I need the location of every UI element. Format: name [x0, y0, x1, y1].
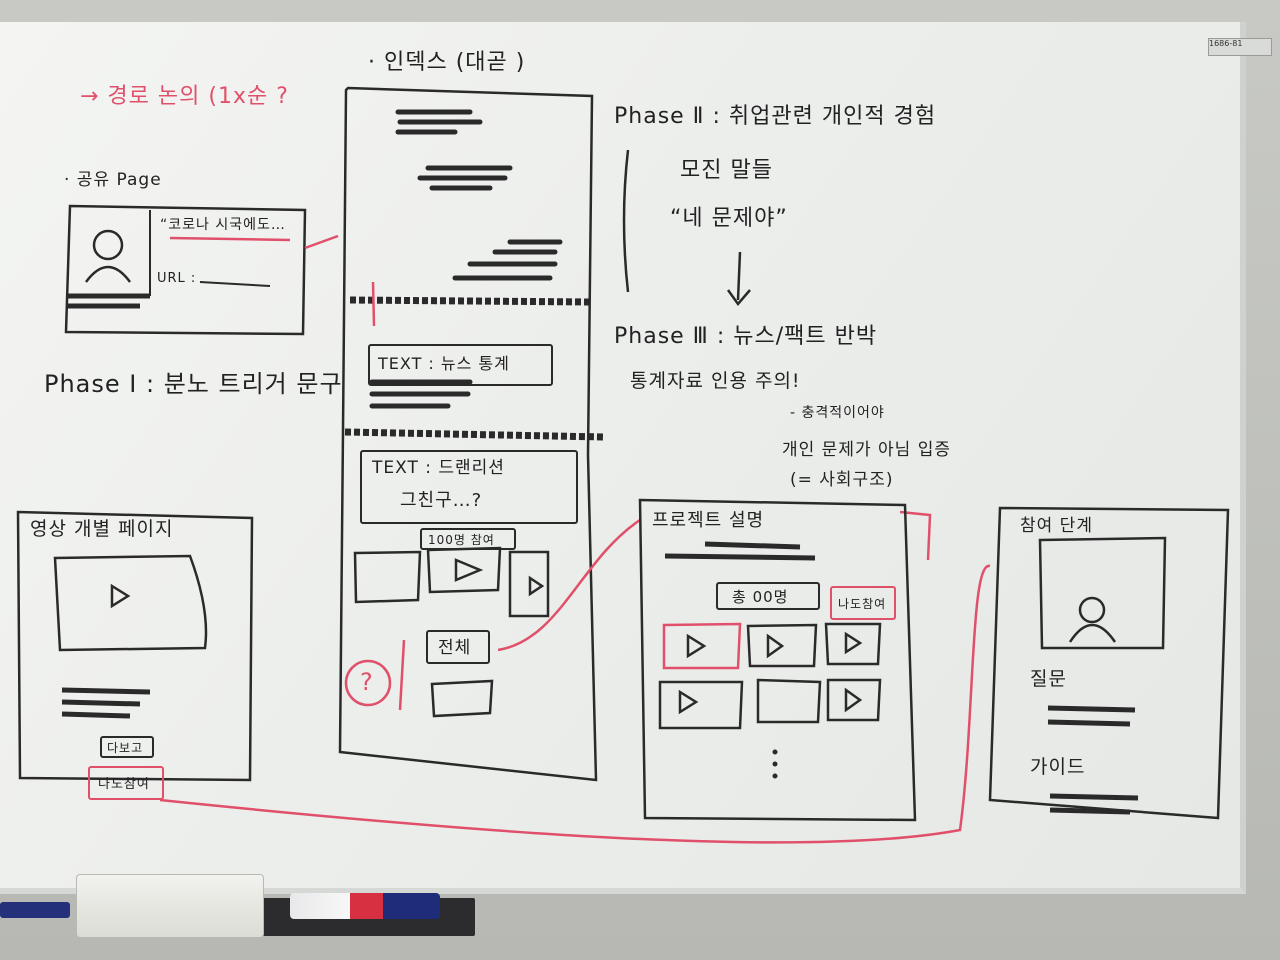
- phase-3-line-1: 통계자료 인용 주의!: [630, 370, 801, 392]
- text-card-news-label: TEXT : 뉴스 통계: [378, 354, 510, 373]
- participants-badge: 100명 참여: [420, 528, 516, 550]
- project-join-label: 나도참여: [838, 597, 887, 611]
- text-card-drama-sub: 그친구…?: [400, 490, 483, 511]
- video-done-label: 다보고: [107, 741, 144, 755]
- phase-3-line-3: 개인 문제가 아님 입증: [782, 440, 951, 460]
- flow-title: → 경로 논의 (1x순 ?: [80, 84, 289, 109]
- share-url-label: URL :: [157, 271, 197, 286]
- project-total-badge: 총 00명: [716, 582, 820, 610]
- question-mark: ?: [360, 668, 374, 696]
- phase-1-title: Phase Ⅰ : 분노 트리거 문구: [44, 370, 343, 398]
- board-brand-label: 1686-81: [1208, 38, 1272, 56]
- project-join-button[interactable]: 나도참여: [830, 586, 896, 620]
- phase-2-title: Phase Ⅱ : 취업관련 개인적 경험: [614, 104, 937, 129]
- video-page-title: 영상 개별 페이지: [30, 518, 174, 540]
- share-page-title: · 공유 Page: [64, 170, 162, 190]
- blue-marker[interactable]: [0, 902, 70, 918]
- inbox-title: · 인덱스 (대곧 ): [368, 50, 526, 75]
- video-join-label: 나도참여: [98, 777, 150, 792]
- text-card-drama-label: TEXT : 드랜리션: [372, 458, 505, 478]
- project-total-label: 총 00명: [732, 588, 789, 606]
- phase-3-line-4: (= 사회구조): [790, 470, 894, 490]
- participate-title: 참여 단계: [1020, 516, 1093, 536]
- share-quote: “코로나 시국에도…: [160, 217, 286, 233]
- eraser[interactable]: [76, 874, 264, 938]
- video-done-button[interactable]: 다보고: [100, 736, 154, 758]
- video-join-button[interactable]: 나도참여: [88, 766, 164, 800]
- text-card-news[interactable]: TEXT : 뉴스 통계: [368, 344, 553, 386]
- participate-item-question: 질문: [1030, 668, 1067, 690]
- phase-3-title: Phase Ⅲ : 뉴스/팩트 반박: [614, 324, 878, 349]
- all-button[interactable]: 전체: [426, 630, 490, 664]
- participate-item-guide: 가이드: [1030, 756, 1086, 778]
- project-title: 프로젝트 설명: [652, 510, 765, 531]
- phase-3-line-2: - 충격적이어야: [790, 405, 885, 421]
- phase-2-line-1: 모진 말들: [680, 158, 773, 183]
- board-brand-text: 1686-81: [1209, 39, 1243, 48]
- all-button-label: 전체: [438, 638, 472, 658]
- phase-2-line-2: “네 문제야”: [670, 206, 788, 231]
- participants-badge-label: 100명 참여: [428, 533, 495, 547]
- whiteboard: [0, 22, 1246, 894]
- red-blue-markers[interactable]: [290, 893, 440, 919]
